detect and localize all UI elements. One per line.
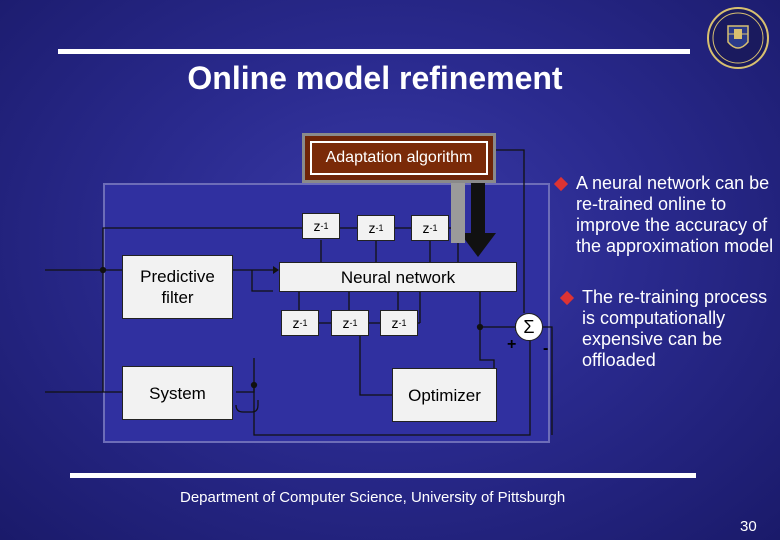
bullet-item: A neural network can be re-trained onlin… <box>552 173 774 257</box>
bullet-diamond-icon <box>553 176 569 192</box>
bullet-list: A neural network can be re-trained onlin… <box>552 173 774 401</box>
neural-network-box: Neural network <box>279 262 517 292</box>
page-number: 30 <box>740 518 757 535</box>
minus-sign: - <box>543 340 549 357</box>
footer-rule <box>70 473 696 478</box>
title-rule-top <box>58 49 690 54</box>
delay-block-top-2: z-1 <box>357 215 395 241</box>
delay-block-bottom-3: z-1 <box>380 310 418 336</box>
sigma-symbol: Σ <box>523 316 535 337</box>
predictive-filter-box: Predictive filter <box>122 255 233 319</box>
summing-junction: Σ <box>515 313 543 341</box>
adaptation-algorithm-label: Adaptation algorithm <box>310 141 488 175</box>
university-seal-icon <box>707 7 769 69</box>
adaptation-algorithm-box: Adaptation algorithm <box>302 133 496 183</box>
footer-text: Department of Computer Science, Universi… <box>180 489 566 506</box>
delay-block-bottom-1: z-1 <box>281 310 319 336</box>
delay-block-bottom-2: z-1 <box>331 310 369 336</box>
system-box: System <box>122 366 233 420</box>
delay-block-top-1: z-1 <box>302 213 340 239</box>
bullet-item: The re-training process is computational… <box>552 287 774 371</box>
slide-title: Online model refinement <box>187 60 563 96</box>
plus-sign: + <box>507 336 517 353</box>
bullet-diamond-icon <box>559 290 575 306</box>
optimizer-box: Optimizer <box>392 368 497 422</box>
delay-block-top-3: z-1 <box>411 215 449 241</box>
